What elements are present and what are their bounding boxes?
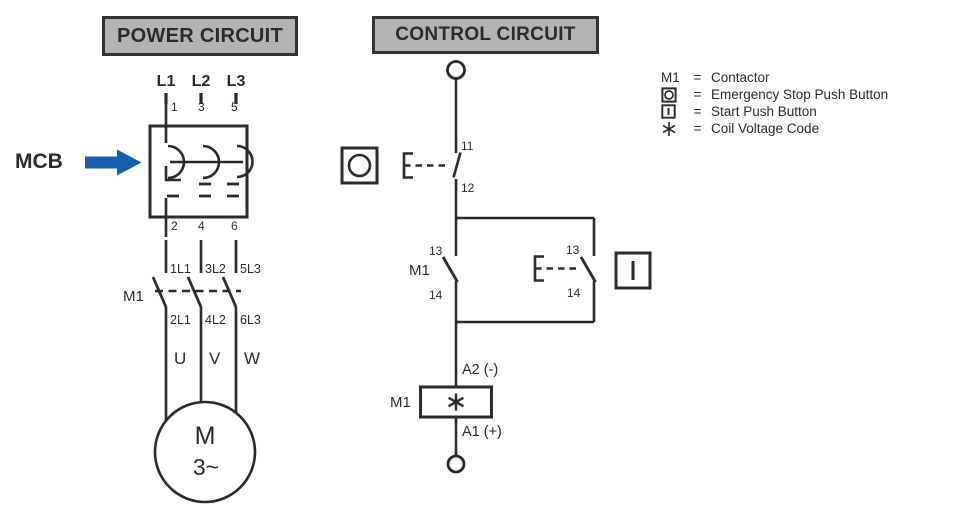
mcb-terminal-6: 6 <box>231 219 238 233</box>
mcb-label: MCB <box>15 150 63 173</box>
mcb-box <box>148 124 249 219</box>
legend-label-coil-code: Coil Voltage Code <box>711 121 820 136</box>
coil-voltage-asterisk-icon <box>661 121 684 137</box>
supply-ticks <box>164 93 238 104</box>
phase-label-l2: L2 <box>191 73 211 90</box>
legend-label-contactor: Contactor <box>711 70 770 85</box>
power-circuit-title: POWER CIRCUIT <box>102 16 298 56</box>
start-terminal-14: 14 <box>567 286 581 300</box>
aux-terminal-13: 13 <box>429 244 443 258</box>
equals-sign: = <box>693 121 702 136</box>
motor-circle <box>153 400 257 504</box>
phase-label-l3: L3 <box>226 73 246 90</box>
estop-contact-slant <box>452 152 462 178</box>
aux-terminal-14: 14 <box>429 288 443 302</box>
motor-phase: 3~ <box>192 454 220 480</box>
contactor-terminal-6l3: 6L3 <box>240 313 261 327</box>
contactor-symbol-text: M1 <box>661 70 680 85</box>
motor-letter: M <box>194 422 216 450</box>
start-button-icon <box>661 104 684 119</box>
coil-terminal-a2: A2 (-) <box>462 362 499 378</box>
motor-lead-wires <box>164 307 238 421</box>
legend-label-estop: Emergency Stop Push Button <box>711 87 889 102</box>
motor-lead-u: U <box>174 349 187 368</box>
equals-sign: = <box>693 87 702 102</box>
equals-sign: = <box>693 70 702 85</box>
estop-terminal-11: 11 <box>461 139 474 153</box>
motor-lead-w: W <box>244 349 261 368</box>
coil-terminal-a1: A1 (+) <box>462 424 502 440</box>
start-contact-slant <box>579 256 597 283</box>
estop-terminal-12: 12 <box>461 181 475 195</box>
mcb-to-contactor-wires <box>164 240 238 273</box>
power-circuit-lines <box>148 93 257 504</box>
mcb-terminal-4: 4 <box>198 219 205 233</box>
legend-label-start: Start Push Button <box>711 104 817 119</box>
control-circuit-lines <box>340 60 652 474</box>
supply-terminal-top <box>446 60 466 80</box>
contactor-terminal-4l2: 4L2 <box>205 313 226 327</box>
motor-lead-v: V <box>209 349 221 368</box>
contactor-terminal-1l1: 1L1 <box>170 262 191 276</box>
start-terminal-13: 13 <box>566 243 580 257</box>
start-button-icon <box>614 251 652 290</box>
mcb-arrow-icon <box>85 149 142 176</box>
coil-asterisk-icon <box>448 393 464 411</box>
mcb-terminal-2: 2 <box>171 219 178 233</box>
estop-button-icon <box>340 146 379 185</box>
emergency-stop-icon <box>661 86 684 103</box>
mcb-terminal-3: 3 <box>198 100 205 114</box>
contactor-terminal-5l3: 5L3 <box>240 262 261 276</box>
aux-contact-slant <box>441 256 459 283</box>
mcb-terminal-1: 1 <box>171 100 178 114</box>
supply-terminal-bottom <box>446 454 466 474</box>
mcb-terminal-5: 5 <box>231 100 238 114</box>
mcb-pole3-arc <box>236 144 254 179</box>
equals-sign: = <box>693 104 702 119</box>
estop-button-circle <box>347 153 372 178</box>
mcb-pole1-bracket <box>164 166 181 182</box>
legend-row-estop: = Emergency Stop Push Button <box>661 86 951 103</box>
contactor-terminal-2l1: 2L1 <box>170 313 191 327</box>
legend-row-contactor: M1 = Contactor <box>661 69 951 86</box>
legend: M1 = Contactor = Emergency Stop Push But… <box>661 69 951 137</box>
aux-contact-label: M1 <box>409 262 430 279</box>
legend-row-start: = Start Push Button <box>661 103 951 120</box>
phase-label-l1: L1 <box>156 73 176 90</box>
coil-label: M1 <box>390 394 411 411</box>
contactor-terminal-3l2: 3L2 <box>205 262 226 276</box>
legend-row-coil-code: = Coil Voltage Code <box>661 120 951 137</box>
control-circuit-title: CONTROL CIRCUIT <box>372 16 599 54</box>
contactor-label-power: M1 <box>123 288 144 305</box>
